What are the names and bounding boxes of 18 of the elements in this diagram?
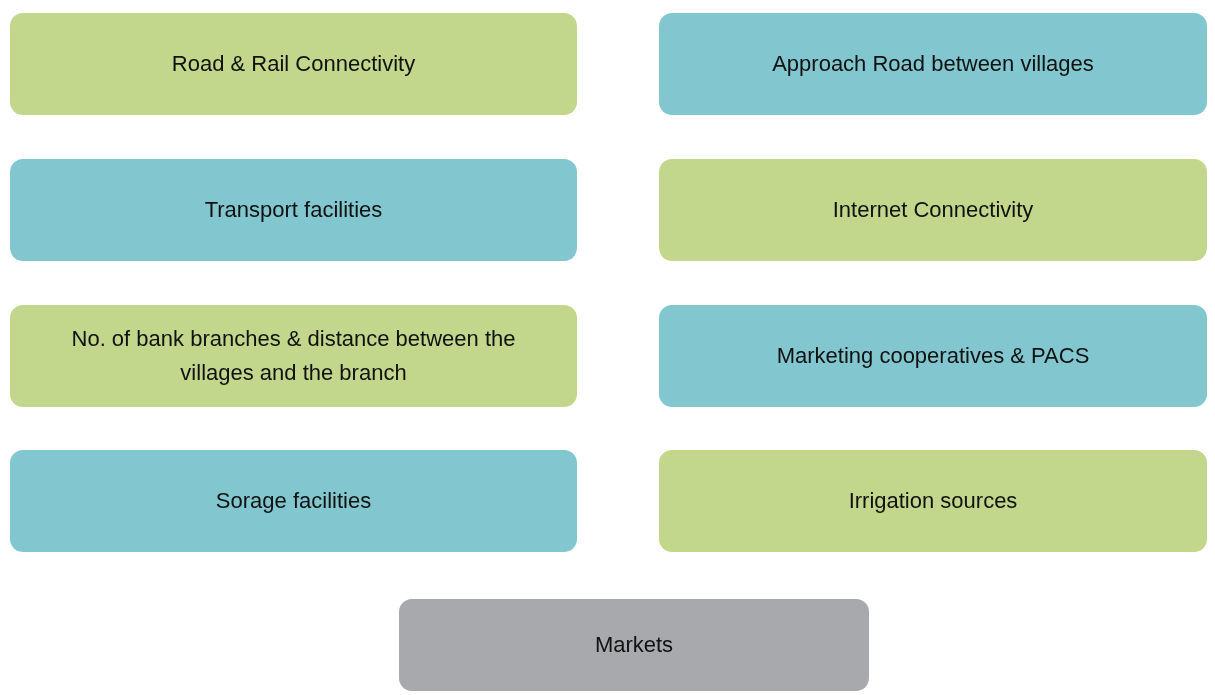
category-box — [10, 159, 577, 261]
box-label: Road & Rail Connectivity — [171, 50, 416, 78]
category-box — [10, 305, 577, 407]
category-box — [659, 159, 1207, 261]
category-box — [399, 599, 869, 691]
box-label: Approach Road between villages — [772, 50, 1094, 78]
category-box — [659, 450, 1207, 552]
category-box — [659, 13, 1207, 115]
category-box — [10, 450, 577, 552]
box-label: Internet Connectivity — [832, 196, 1034, 224]
box-label: Marketing cooperatives & PACS — [776, 342, 1090, 370]
box-label: Irrigation sources — [848, 487, 1018, 515]
box-label: Markets — [594, 631, 674, 659]
box-label: Transport facilities — [204, 196, 383, 224]
box-label: Sorage facilities — [215, 487, 372, 515]
category-box — [659, 305, 1207, 407]
category-box — [10, 13, 577, 115]
box-label: No. of bank branches & distance between the villages and the branch — [70, 325, 517, 387]
